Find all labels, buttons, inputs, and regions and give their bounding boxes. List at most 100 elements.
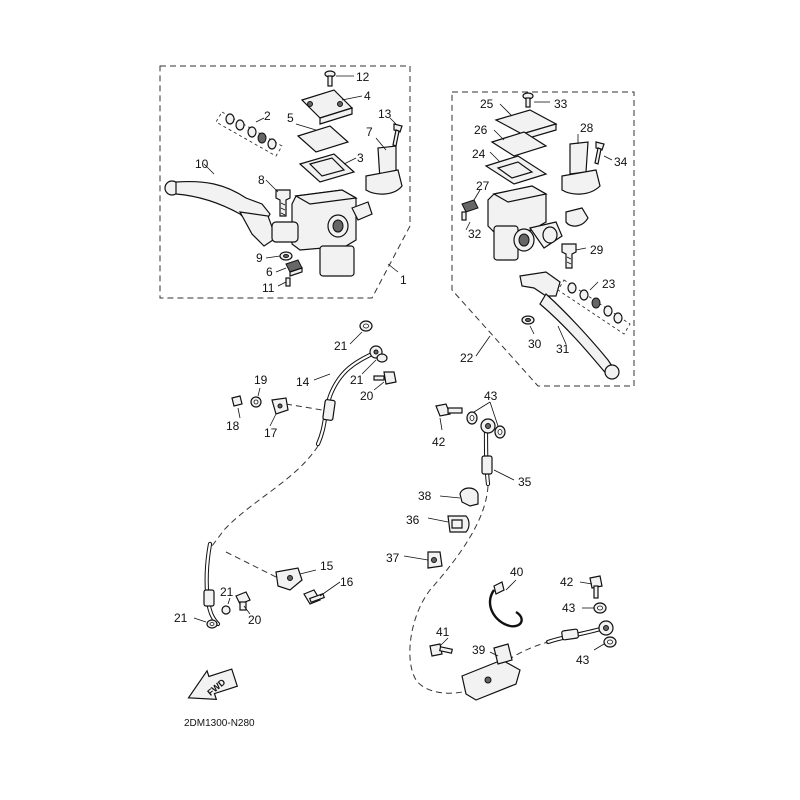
callout-27: 27 [476,179,490,193]
callout-28: 28 [580,121,594,135]
part-brake-switch-27 [461,199,479,213]
part-brake-switch-6 [285,259,303,277]
part-diaphragm-plate-5 [296,125,350,153]
part-union-bolt-20-top [373,371,397,385]
callout-6: 6 [266,265,273,279]
part-pivot-bolt-29 [561,243,577,269]
callout-26: 26 [474,123,488,137]
part-gasket-43-bottom-b [603,636,617,648]
callout-14: 14 [296,375,310,389]
callout-21-top: 21 [334,339,348,353]
part-switch-screw-11 [285,277,291,287]
part-reservoir-cap-4 [300,89,354,125]
part-hose-holder-17 [271,397,289,415]
part-master-cylinder-body-left [271,189,373,277]
callout-38: 38 [418,489,432,503]
part-diaphragm-3 [298,153,356,183]
part-gasket-21-top [359,320,373,332]
part-rear-brake-hose-35 [481,429,607,645]
part-union-bolt-42-top [435,403,463,417]
callout-11: 11 [262,281,275,295]
callout-19: 19 [254,373,268,387]
part-gasket-21-mid [376,353,388,363]
part-hose-clamp-37 [427,551,443,569]
callout-40: 40 [510,565,524,579]
callout-23: 23 [602,277,616,291]
callout-17: 17 [264,426,278,440]
left-assembly-boundary [159,65,411,299]
part-nut-30 [521,315,535,325]
callout-13: 13 [378,107,392,121]
part-gasket-21-bottom-a [221,605,231,615]
part-piston-kit-23 [557,279,631,335]
front-hose-routing-line [211,445,319,547]
part-cap-screw-33 [522,92,534,108]
callout-3: 3 [357,151,364,165]
part-gasket-43-top-a [466,411,478,425]
callout-41: 41 [436,625,450,639]
callout-34: 34 [614,155,628,169]
callout-43-bottom-b: 43 [576,653,590,667]
callout-4: 4 [364,89,371,103]
callout-5: 5 [287,111,294,125]
part-piston-kit-2 [215,111,283,157]
part-hose-band-40 [488,581,523,628]
callout-43-top: 43 [484,389,498,403]
part-diaphragm-plate-26 [490,131,548,157]
callout-31: 31 [556,342,570,356]
part-gasket-43-bottom-a [593,602,607,614]
part-holder-7 [365,145,403,195]
left-master-cylinder-assembly [159,65,411,299]
part-collar-19 [250,396,262,408]
part-holder-bolt-34 [594,141,605,165]
right-master-cylinder-assembly [451,91,635,387]
part-cap-screw-12 [324,70,336,87]
callout-43-bottom-a: 43 [562,601,576,615]
part-hose-bracket-39 [461,643,521,701]
callout-20-top: 20 [360,389,374,403]
part-union-bolt-20-bottom [235,591,251,611]
callout-39: 39 [472,643,486,657]
front-brake-hose-assembly [193,320,397,629]
part-front-brake-hose-14 [203,351,375,627]
part-hose-guide-15 [275,567,303,591]
callout-18: 18 [226,419,240,433]
part-bolt-41 [429,643,453,657]
part-holder-bolt-13 [392,123,403,147]
callout-15: 15 [320,559,334,573]
callout-21-bottom-a: 21 [220,585,234,599]
callout-10: 10 [195,157,209,171]
part-brake-lever-right [519,271,620,380]
callout-labels: 1 2 3 4 5 6 7 8 9 10 11 12 13 14 15 16 1… [174,70,628,667]
callout-29: 29 [590,243,604,257]
part-banjo-fitting-rear-top [480,418,496,434]
callout-12: 12 [356,70,370,84]
forward-direction-badge: FWD [187,668,239,700]
callout-30: 30 [528,337,542,351]
part-bolt-18 [231,395,243,407]
part-hose-clamp-38 [459,487,479,507]
callout-21-mid: 21 [350,373,364,387]
part-hose-clamp-36 [447,515,470,533]
rear-hose-routing-line [409,485,489,694]
part-master-cylinder-body-right [487,185,563,261]
callout-16: 16 [340,575,354,589]
part-brake-lever-left [164,180,277,247]
callout-32: 32 [468,227,482,241]
right-assembly-boundary [451,91,635,387]
part-gasket-21-bottom-b [206,619,218,629]
part-union-bolt-42-bottom [589,575,603,599]
callout-2: 2 [264,109,271,123]
callout-35: 35 [518,475,532,489]
callout-20-bottom: 20 [248,613,262,627]
part-nut-9 [279,251,293,261]
callout-1: 1 [400,273,407,287]
part-switch-screw-32 [461,211,467,221]
callout-8: 8 [258,173,265,187]
rear-brake-hose-assembly [403,401,617,701]
callout-42-top: 42 [432,435,446,449]
callout-37: 37 [386,551,400,565]
callout-36: 36 [406,513,420,527]
callout-9: 9 [256,251,263,265]
part-pivot-bolt-8 [275,189,291,217]
